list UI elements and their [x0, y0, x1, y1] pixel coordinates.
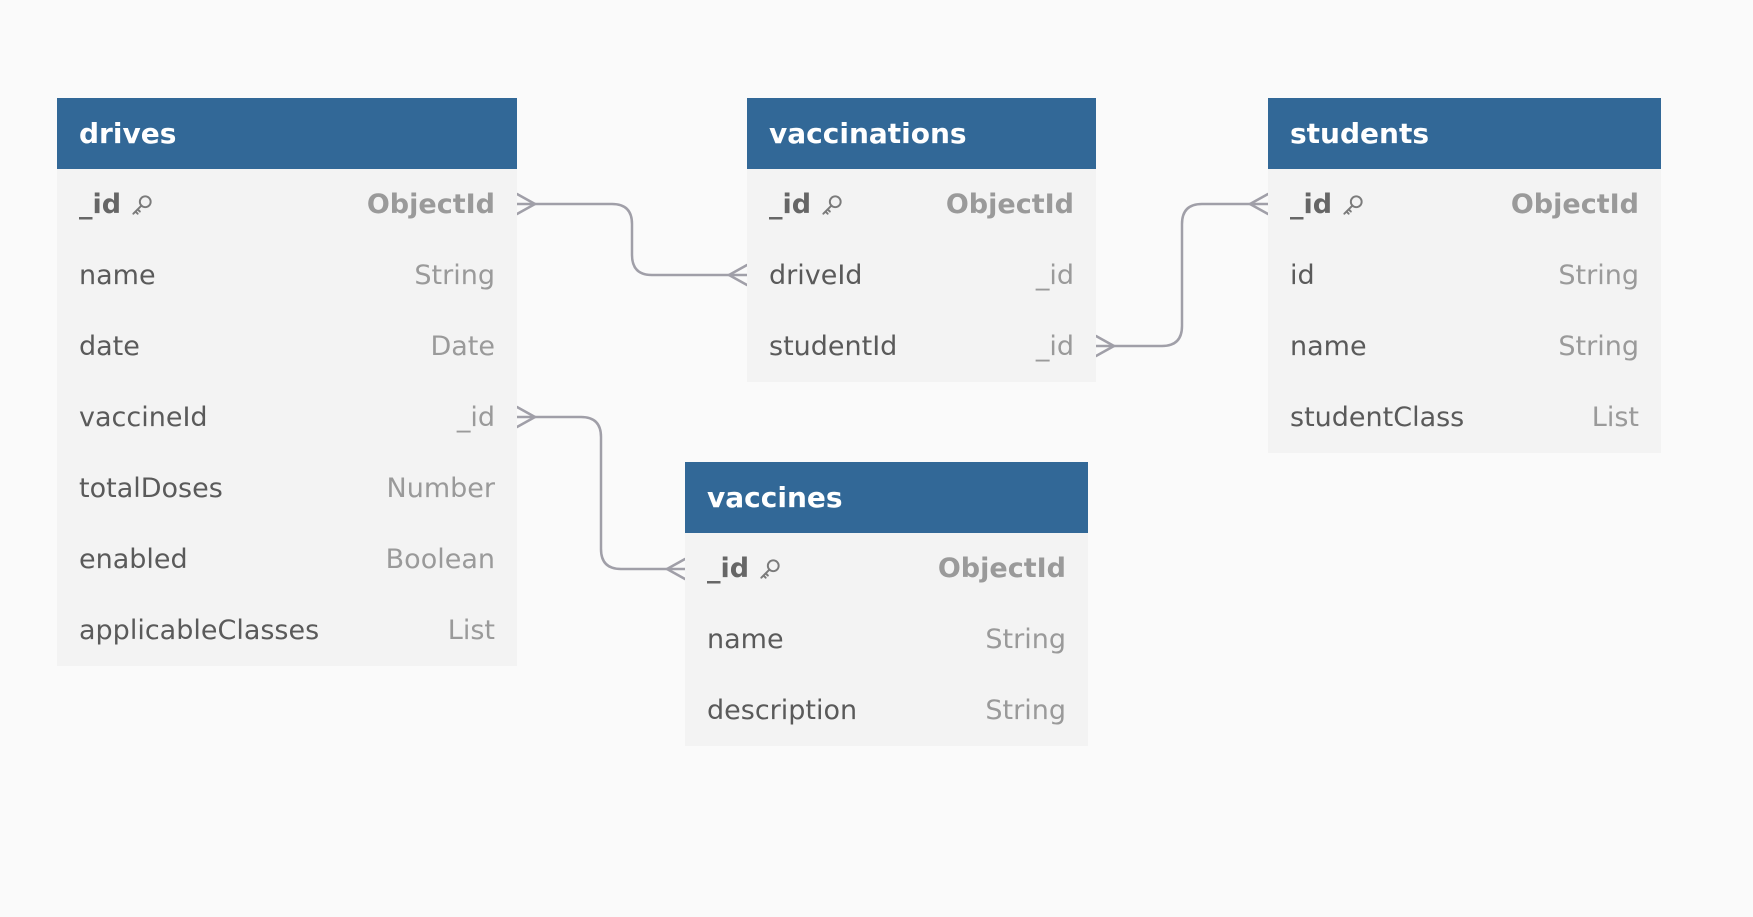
key-icon [760, 558, 780, 579]
field-name: driveId [769, 260, 863, 291]
field-type: ObjectId [945, 189, 1074, 220]
field-name: _id [79, 189, 122, 220]
field-name: _id [769, 189, 812, 220]
entity-header: drives [57, 98, 517, 169]
field-row[interactable]: _id ObjectId [685, 533, 1088, 604]
field-name-wrap: _id [769, 189, 845, 220]
field-name: description [707, 695, 858, 726]
entity-vaccinations[interactable]: vaccinations _id ObjectId driveId _id st… [747, 98, 1096, 382]
field-row[interactable]: name String [1268, 311, 1661, 382]
entity-drives[interactable]: drives _id ObjectId name String date Dat… [57, 98, 517, 666]
field-row[interactable]: _id ObjectId [1268, 169, 1661, 240]
field-type: String [414, 260, 495, 291]
field-name: name [79, 260, 156, 291]
field-row[interactable]: applicableClasses List [57, 595, 517, 666]
field-type: Number [386, 473, 495, 504]
field-row[interactable]: studentId _id [747, 311, 1096, 382]
field-row[interactable]: totalDoses Number [57, 453, 517, 524]
field-name: enabled [79, 544, 188, 575]
field-name: name [1290, 331, 1367, 362]
entity-header: vaccinations [747, 98, 1096, 169]
field-type: List [447, 615, 495, 646]
field-row[interactable]: date Date [57, 311, 517, 382]
field-type: ObjectId [366, 189, 495, 220]
key-icon [822, 194, 842, 215]
field-type: _id [1035, 260, 1074, 291]
field-row[interactable]: _id ObjectId [57, 169, 517, 240]
field-row[interactable]: name String [57, 240, 517, 311]
field-name: _id [707, 553, 750, 584]
entity-vaccines[interactable]: vaccines _id ObjectId name String descri… [685, 462, 1088, 746]
field-type: List [1591, 402, 1639, 433]
field-name: vaccineId [79, 402, 208, 433]
key-icon [132, 194, 152, 215]
field-name: name [707, 624, 784, 655]
field-type: ObjectId [937, 553, 1066, 584]
field-type: Boolean [385, 544, 495, 575]
field-row[interactable]: name String [685, 604, 1088, 675]
field-name: id [1290, 260, 1315, 291]
field-name-wrap: _id [1290, 189, 1366, 220]
entity-header: vaccines [685, 462, 1088, 533]
field-row[interactable]: studentClass List [1268, 382, 1661, 453]
field-type: _id [456, 402, 495, 433]
relation-drives-vaccines [515, 405, 687, 581]
field-type: _id [1035, 331, 1074, 362]
entity-students[interactable]: students _id ObjectId id String name Str… [1268, 98, 1661, 453]
field-row[interactable]: enabled Boolean [57, 524, 517, 595]
field-name: studentId [769, 331, 898, 362]
field-type: String [985, 624, 1066, 655]
entity-header: students [1268, 98, 1661, 169]
field-type: String [1558, 260, 1639, 291]
field-name: studentClass [1290, 402, 1465, 433]
field-type: String [985, 695, 1066, 726]
field-type: String [1558, 331, 1639, 362]
field-name-wrap: _id [707, 553, 783, 584]
field-name-wrap: _id [79, 189, 155, 220]
field-row[interactable]: _id ObjectId [747, 169, 1096, 240]
field-name: totalDoses [79, 473, 223, 504]
key-icon [1343, 194, 1363, 215]
relation-vaccinations-students [1094, 192, 1270, 358]
field-row[interactable]: id String [1268, 240, 1661, 311]
field-row[interactable]: description String [685, 675, 1088, 746]
relation-drives-vaccinations [515, 192, 749, 287]
field-name: date [79, 331, 140, 362]
field-type: Date [430, 331, 495, 362]
field-row[interactable]: driveId _id [747, 240, 1096, 311]
field-type: ObjectId [1510, 189, 1639, 220]
field-name: _id [1290, 189, 1333, 220]
field-name: applicableClasses [79, 615, 320, 646]
field-row[interactable]: vaccineId _id [57, 382, 517, 453]
